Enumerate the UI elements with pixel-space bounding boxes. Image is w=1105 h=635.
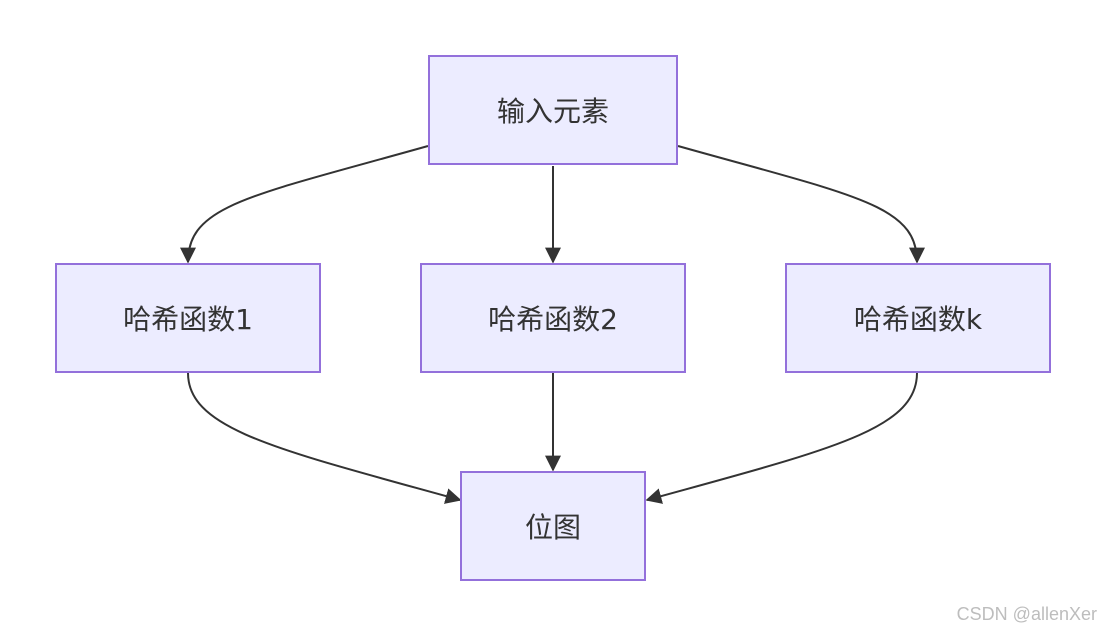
edge-input-to-hashk	[677, 145, 925, 264]
node-hash-function-k: 哈希函数k	[785, 263, 1051, 373]
node-bitmap-label: 位图	[524, 511, 581, 544]
node-hash-function-2-label: 哈希函数2	[488, 303, 618, 336]
node-hash-function-k-label: 哈希函数k	[853, 303, 983, 336]
node-input-element: 输入元素	[428, 55, 678, 165]
edge-input-to-hash1	[180, 145, 429, 264]
node-bitmap: 位图	[460, 471, 646, 581]
node-hash-function-1: 哈希函数1	[55, 263, 321, 373]
edge-hashk-to-bitmap	[645, 372, 918, 504]
node-hash-function-2: 哈希函数2	[420, 263, 686, 373]
watermark: CSDN @allenXer	[956, 604, 1097, 624]
node-input-element-label: 输入元素	[496, 95, 609, 128]
node-hash-function-1-label: 哈希函数1	[123, 303, 253, 336]
edge-hash1-to-bitmap	[187, 372, 462, 504]
